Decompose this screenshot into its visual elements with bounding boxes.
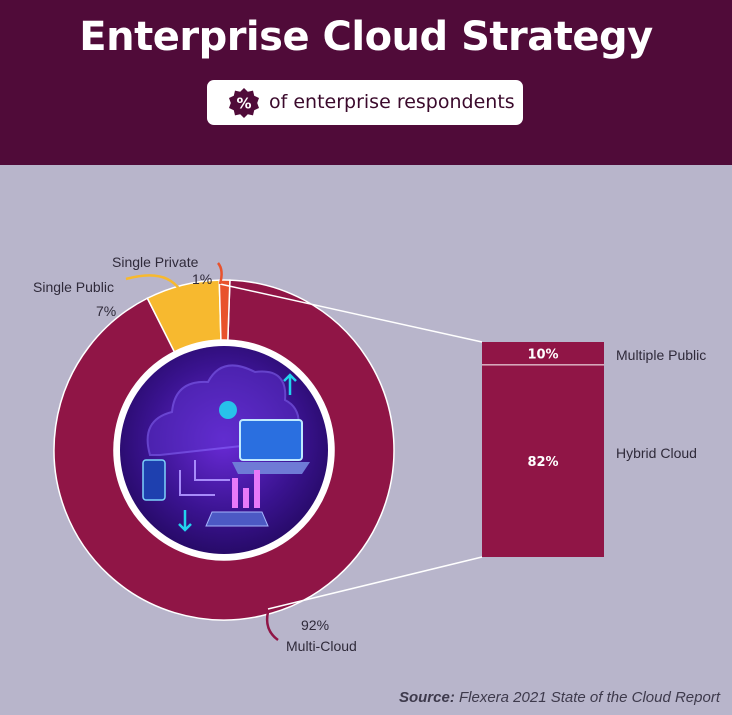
stacked-bar: 10% 82% <box>482 342 604 557</box>
percent-badge-symbol: % <box>236 95 251 113</box>
leader-line-multi-cloud <box>265 611 279 642</box>
bar-segment-hybrid-cloud <box>482 365 604 557</box>
value-single-public: 7% <box>96 303 116 319</box>
connector-line-top <box>219 283 483 343</box>
leader-line-single-public <box>125 274 182 291</box>
label-multiple-public: Multiple Public <box>616 347 706 363</box>
label-single-private: Single Private <box>112 254 199 270</box>
chart-subtitle: of enterprise respondents <box>269 91 515 113</box>
subtitle-pill: % of enterprise respondents <box>207 80 523 125</box>
value-multi-cloud: 92% <box>301 617 329 633</box>
bar-segment-multiple-public-label: 10% <box>527 348 558 363</box>
chart-title: Enterprise Cloud Strategy <box>79 14 653 60</box>
percent-badge-icon: % <box>229 88 259 118</box>
cloud-computing-illustration <box>114 340 334 560</box>
value-single-private: 1% <box>192 271 212 287</box>
source-note: Source: Flexera 2021 State of the Cloud … <box>399 689 720 706</box>
leader-line-single-private <box>216 262 223 285</box>
bar-segment-hybrid-cloud-label: 82% <box>527 455 558 470</box>
connector-line-bottom <box>267 556 483 610</box>
source-text: Flexera 2021 State of the Cloud Report <box>459 689 720 706</box>
slice-single-private <box>218 279 231 341</box>
label-single-public: Single Public <box>33 279 114 295</box>
bar-segment-multiple-public <box>482 342 604 366</box>
label-multi-cloud: Multi-Cloud <box>286 638 357 654</box>
header-banner: Enterprise Cloud Strategy % of enterpris… <box>0 0 732 165</box>
label-hybrid-cloud: Hybrid Cloud <box>616 445 697 461</box>
source-prefix: Source: <box>398 689 455 706</box>
